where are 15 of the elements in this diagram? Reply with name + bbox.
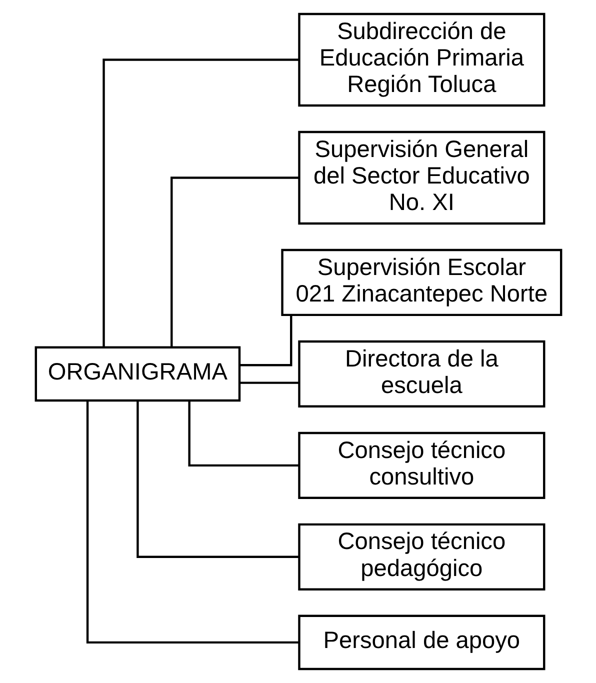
connector	[170, 176, 298, 348]
node-box: Supervisión General del Sector Educativo No. XI	[298, 130, 545, 225]
node-box: ORGANIGRAMA	[34, 346, 240, 402]
connector	[136, 400, 299, 558]
node-box: Supervisión Escolar 021 Zinacantepec Norte	[280, 248, 562, 316]
node-box: Subdirección de Educación Primaria Región Toluca	[298, 12, 545, 107]
node-box: Directora de la escuela	[298, 340, 545, 408]
connector	[239, 382, 299, 384]
node-box: Consejo técnico consultivo	[298, 432, 545, 499]
connector	[102, 58, 299, 348]
connector	[188, 400, 298, 467]
node-box: Consejo técnico pedagógico	[298, 523, 545, 590]
connector	[86, 400, 299, 644]
connector	[239, 315, 292, 366]
node-box: Personal de apoyo	[298, 614, 545, 670]
